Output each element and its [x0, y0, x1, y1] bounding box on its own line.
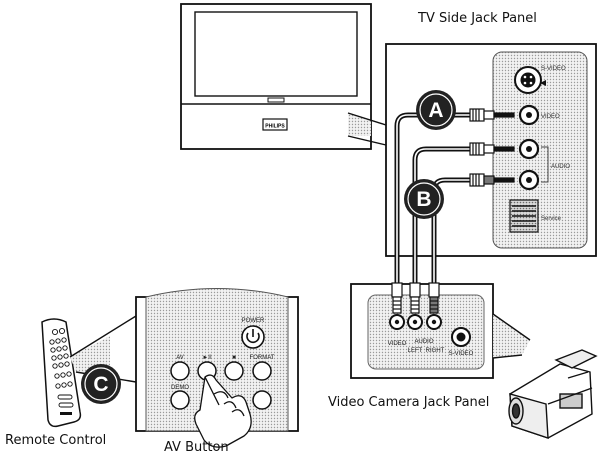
camera-left-label: LEFT: [408, 348, 423, 354]
camera-video-label: VIDEO: [388, 341, 407, 347]
panel-button-extra[interactable]: [252, 390, 272, 410]
av-button-label: AV Button: [164, 440, 229, 455]
stop-label: ■: [232, 355, 236, 361]
camcorder-illustration: [508, 349, 598, 439]
tv-svideo-label: S-VIDEO: [541, 66, 566, 72]
tv-audio-right-plug: [469, 173, 515, 187]
camera-audio-right-plug: [428, 282, 440, 314]
tv-audio-left-plug: [469, 142, 515, 156]
tv-brand-text: PHILIPS: [265, 124, 285, 130]
remote-control: [41, 318, 82, 428]
camera-side-plugs: [391, 282, 440, 314]
format-button[interactable]: [252, 361, 272, 381]
callout-b: B: [404, 179, 444, 219]
camera-svideo-label: S-VIDEO: [449, 351, 474, 357]
power-label: POWER: [242, 318, 265, 324]
svg-text:A: A: [428, 99, 443, 122]
camera-video-plug: [391, 282, 403, 314]
av-label: AV: [176, 355, 184, 361]
tv-side-jack-panel-label: TV Side Jack Panel: [418, 11, 537, 26]
tv-video-plug: [469, 108, 515, 122]
svg-text:B: B: [416, 188, 431, 211]
av-button[interactable]: [170, 361, 190, 381]
tv-logo-plate: [267, 97, 285, 103]
tv-audio-left-jack: [518, 138, 540, 160]
tv-video-label: VIDEO: [541, 114, 560, 120]
camera-audio-label: AUDIO: [414, 339, 433, 345]
hand-pressing-av-icon: [194, 374, 252, 448]
tv-screen: [194, 11, 358, 97]
tv-video-jack: [518, 104, 540, 126]
play-pause-label: ►II: [202, 355, 212, 361]
tv-side-plugs: [469, 108, 515, 187]
tv-svideo-jack: [514, 66, 546, 94]
camera-callout-wedge: [493, 314, 530, 358]
av-button-panel: POWER AV ►II ■ FORMAT DEMO: [135, 288, 299, 448]
format-label: FORMAT: [250, 355, 275, 361]
tv-audio-right-jack: [518, 169, 540, 191]
demo-label: DEMO: [171, 385, 189, 391]
tv-audio-label: AUDIO: [551, 164, 570, 170]
remote-control-label: Remote Control: [5, 433, 107, 448]
camera-audio-left-plug: [409, 282, 421, 314]
video-camera-jack-panel: VIDEO AUDIO LEFT RIGHT S-VIDEO: [350, 282, 494, 379]
video-camera-jack-panel-label: Video Camera Jack Panel: [328, 395, 490, 410]
svg-text:C: C: [93, 373, 108, 396]
television: PHILIPS: [180, 3, 372, 150]
remote-keypad: [49, 327, 74, 408]
remote-brand-strip: [60, 412, 72, 415]
tv-power-button: [262, 118, 288, 131]
demo-button[interactable]: [170, 390, 190, 410]
callout-a: A: [416, 90, 456, 130]
stop-button[interactable]: [224, 361, 244, 381]
tv-service-label: Service: [541, 216, 562, 222]
callout-c: C: [81, 364, 121, 404]
tv-callout-wedge: [348, 113, 371, 136]
camera-right-label: RIGHT: [426, 348, 445, 354]
